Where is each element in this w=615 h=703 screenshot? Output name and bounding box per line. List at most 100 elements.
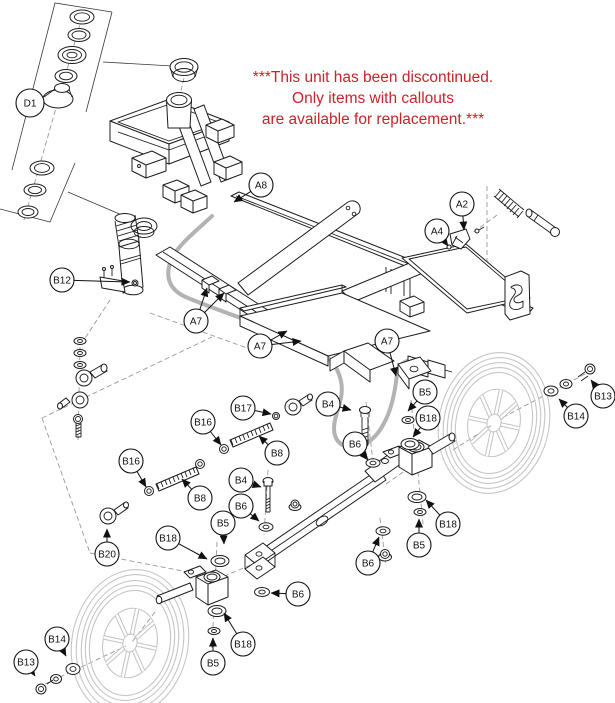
callout-b18[interactable]: B18 [412, 405, 441, 438]
svg-text:A7: A7 [190, 317, 203, 328]
callout-d1[interactable]: D1 [15, 88, 45, 118]
left-wheel [70, 569, 190, 703]
callout-b5[interactable]: B5 [406, 518, 432, 558]
axle-beam [244, 443, 422, 580]
callout-b17[interactable]: B17 [230, 395, 272, 421]
bearing-cap [169, 58, 199, 82]
frame-head-assembly [109, 92, 243, 214]
svg-text:A2: A2 [456, 200, 469, 211]
ball-joint-upper [75, 363, 108, 387]
svg-text:B18: B18 [159, 534, 177, 545]
svg-text:A8: A8 [255, 181, 268, 192]
svg-text:B5: B5 [419, 388, 432, 399]
callout-b6[interactable]: B6 [355, 536, 381, 576]
callout-b5[interactable]: B5 [200, 637, 226, 676]
svg-text:B16: B16 [194, 418, 212, 429]
callout-b6[interactable]: B6 [342, 431, 369, 461]
steering-bearing-stack-lower [17, 160, 55, 219]
clevis-pin [525, 208, 560, 237]
callout-a4[interactable]: A4 [424, 218, 450, 247]
callout-b5[interactable]: B5 [407, 379, 438, 412]
flange-bearing [210, 555, 230, 567]
svg-text:B6: B6 [349, 440, 362, 451]
hub-bolt [584, 363, 596, 375]
star-washer [50, 674, 62, 684]
callout-a7[interactable]: A7 [247, 330, 302, 359]
svg-text:A7: A7 [381, 337, 394, 348]
svg-text:B18: B18 [439, 520, 457, 531]
flat-washer [65, 663, 81, 675]
washer-b5 [413, 508, 427, 516]
washer-b6 [258, 522, 274, 532]
callout-b12[interactable]: B12 [49, 267, 131, 293]
flat-washer [543, 385, 559, 397]
callout-b18[interactable]: B18 [155, 525, 208, 560]
callout-b6[interactable]: B6 [228, 493, 260, 522]
callout-b16[interactable]: B16 [118, 448, 147, 488]
callout-b18[interactable]: B18 [425, 499, 461, 537]
callout-a8[interactable]: A8 [233, 172, 274, 203]
foot-bracket [329, 342, 395, 383]
washer-b6 [365, 458, 381, 468]
ball-joint-rod1 [284, 393, 313, 416]
flange-bearing [400, 438, 420, 450]
latch-screw [474, 228, 480, 234]
washer [375, 526, 391, 536]
washer-b5 [207, 627, 221, 635]
frame-rails [155, 191, 534, 390]
left-knuckle [155, 555, 230, 635]
svg-text:B14: B14 [567, 412, 585, 423]
callout-b5[interactable]: B5 [210, 510, 236, 545]
callout-b13[interactable]: B13 [13, 649, 39, 677]
callout-b4[interactable]: B4 [315, 391, 352, 417]
callout-b14[interactable]: B14 [44, 626, 70, 657]
svg-text:B20: B20 [98, 550, 116, 561]
jam-nut [272, 412, 280, 420]
column-hardware [57, 337, 108, 438]
column-bolt [73, 414, 83, 438]
svg-text:B14: B14 [48, 635, 66, 646]
rod-nut [195, 459, 205, 469]
svg-text:B4: B4 [235, 476, 248, 487]
svg-text:A7: A7 [254, 342, 267, 353]
hole-bracket [397, 356, 432, 390]
callout-a7[interactable]: A7 [183, 287, 225, 334]
svg-text:B6: B6 [292, 590, 305, 601]
callout-b8[interactable]: B8 [258, 435, 290, 466]
flange-nut [378, 549, 392, 562]
washer-b5 [401, 416, 415, 424]
bearing-cone [130, 217, 158, 238]
svg-text:B18: B18 [234, 640, 252, 651]
svg-text:B6: B6 [235, 502, 248, 513]
callout-a7[interactable]: A7 [374, 328, 400, 377]
warning-line-1: ***This unit has been discontinued. [253, 69, 493, 86]
svg-text:B8: B8 [271, 449, 284, 460]
left-wheel-spokes [103, 608, 157, 678]
hitch-cutout [509, 284, 524, 310]
svg-text:B13: B13 [17, 658, 35, 669]
callout-b20[interactable]: B20 [94, 528, 120, 567]
callout-b14[interactable]: B14 [558, 398, 589, 429]
head-tube [166, 92, 192, 129]
column-nut [131, 279, 139, 287]
left-hub-bolt-set [35, 663, 81, 695]
rod-nut [144, 486, 154, 496]
flange-bearing [407, 491, 427, 503]
svg-text:B8: B8 [194, 494, 207, 505]
callout-b18[interactable]: B18 [223, 612, 256, 657]
support-arm [237, 200, 361, 296]
tray-block [399, 295, 425, 318]
hub-bolt [35, 683, 47, 695]
wire-harness-cable [166, 214, 416, 450]
discontinued-warning: ***This unit has been discontinued. Only… [253, 69, 493, 128]
callout-b13[interactable]: B13 [590, 379, 615, 409]
callout-b4[interactable]: B4 [228, 467, 262, 493]
ball-joint-b20 [99, 501, 129, 525]
callout-b16[interactable]: B16 [190, 409, 222, 446]
callout-a2[interactable]: A2 [449, 191, 475, 231]
steering-column [99, 213, 144, 296]
callout-b8[interactable]: B8 [181, 478, 213, 511]
bolt-b4-right [359, 406, 371, 447]
callout-b6[interactable]: B6 [270, 581, 311, 607]
